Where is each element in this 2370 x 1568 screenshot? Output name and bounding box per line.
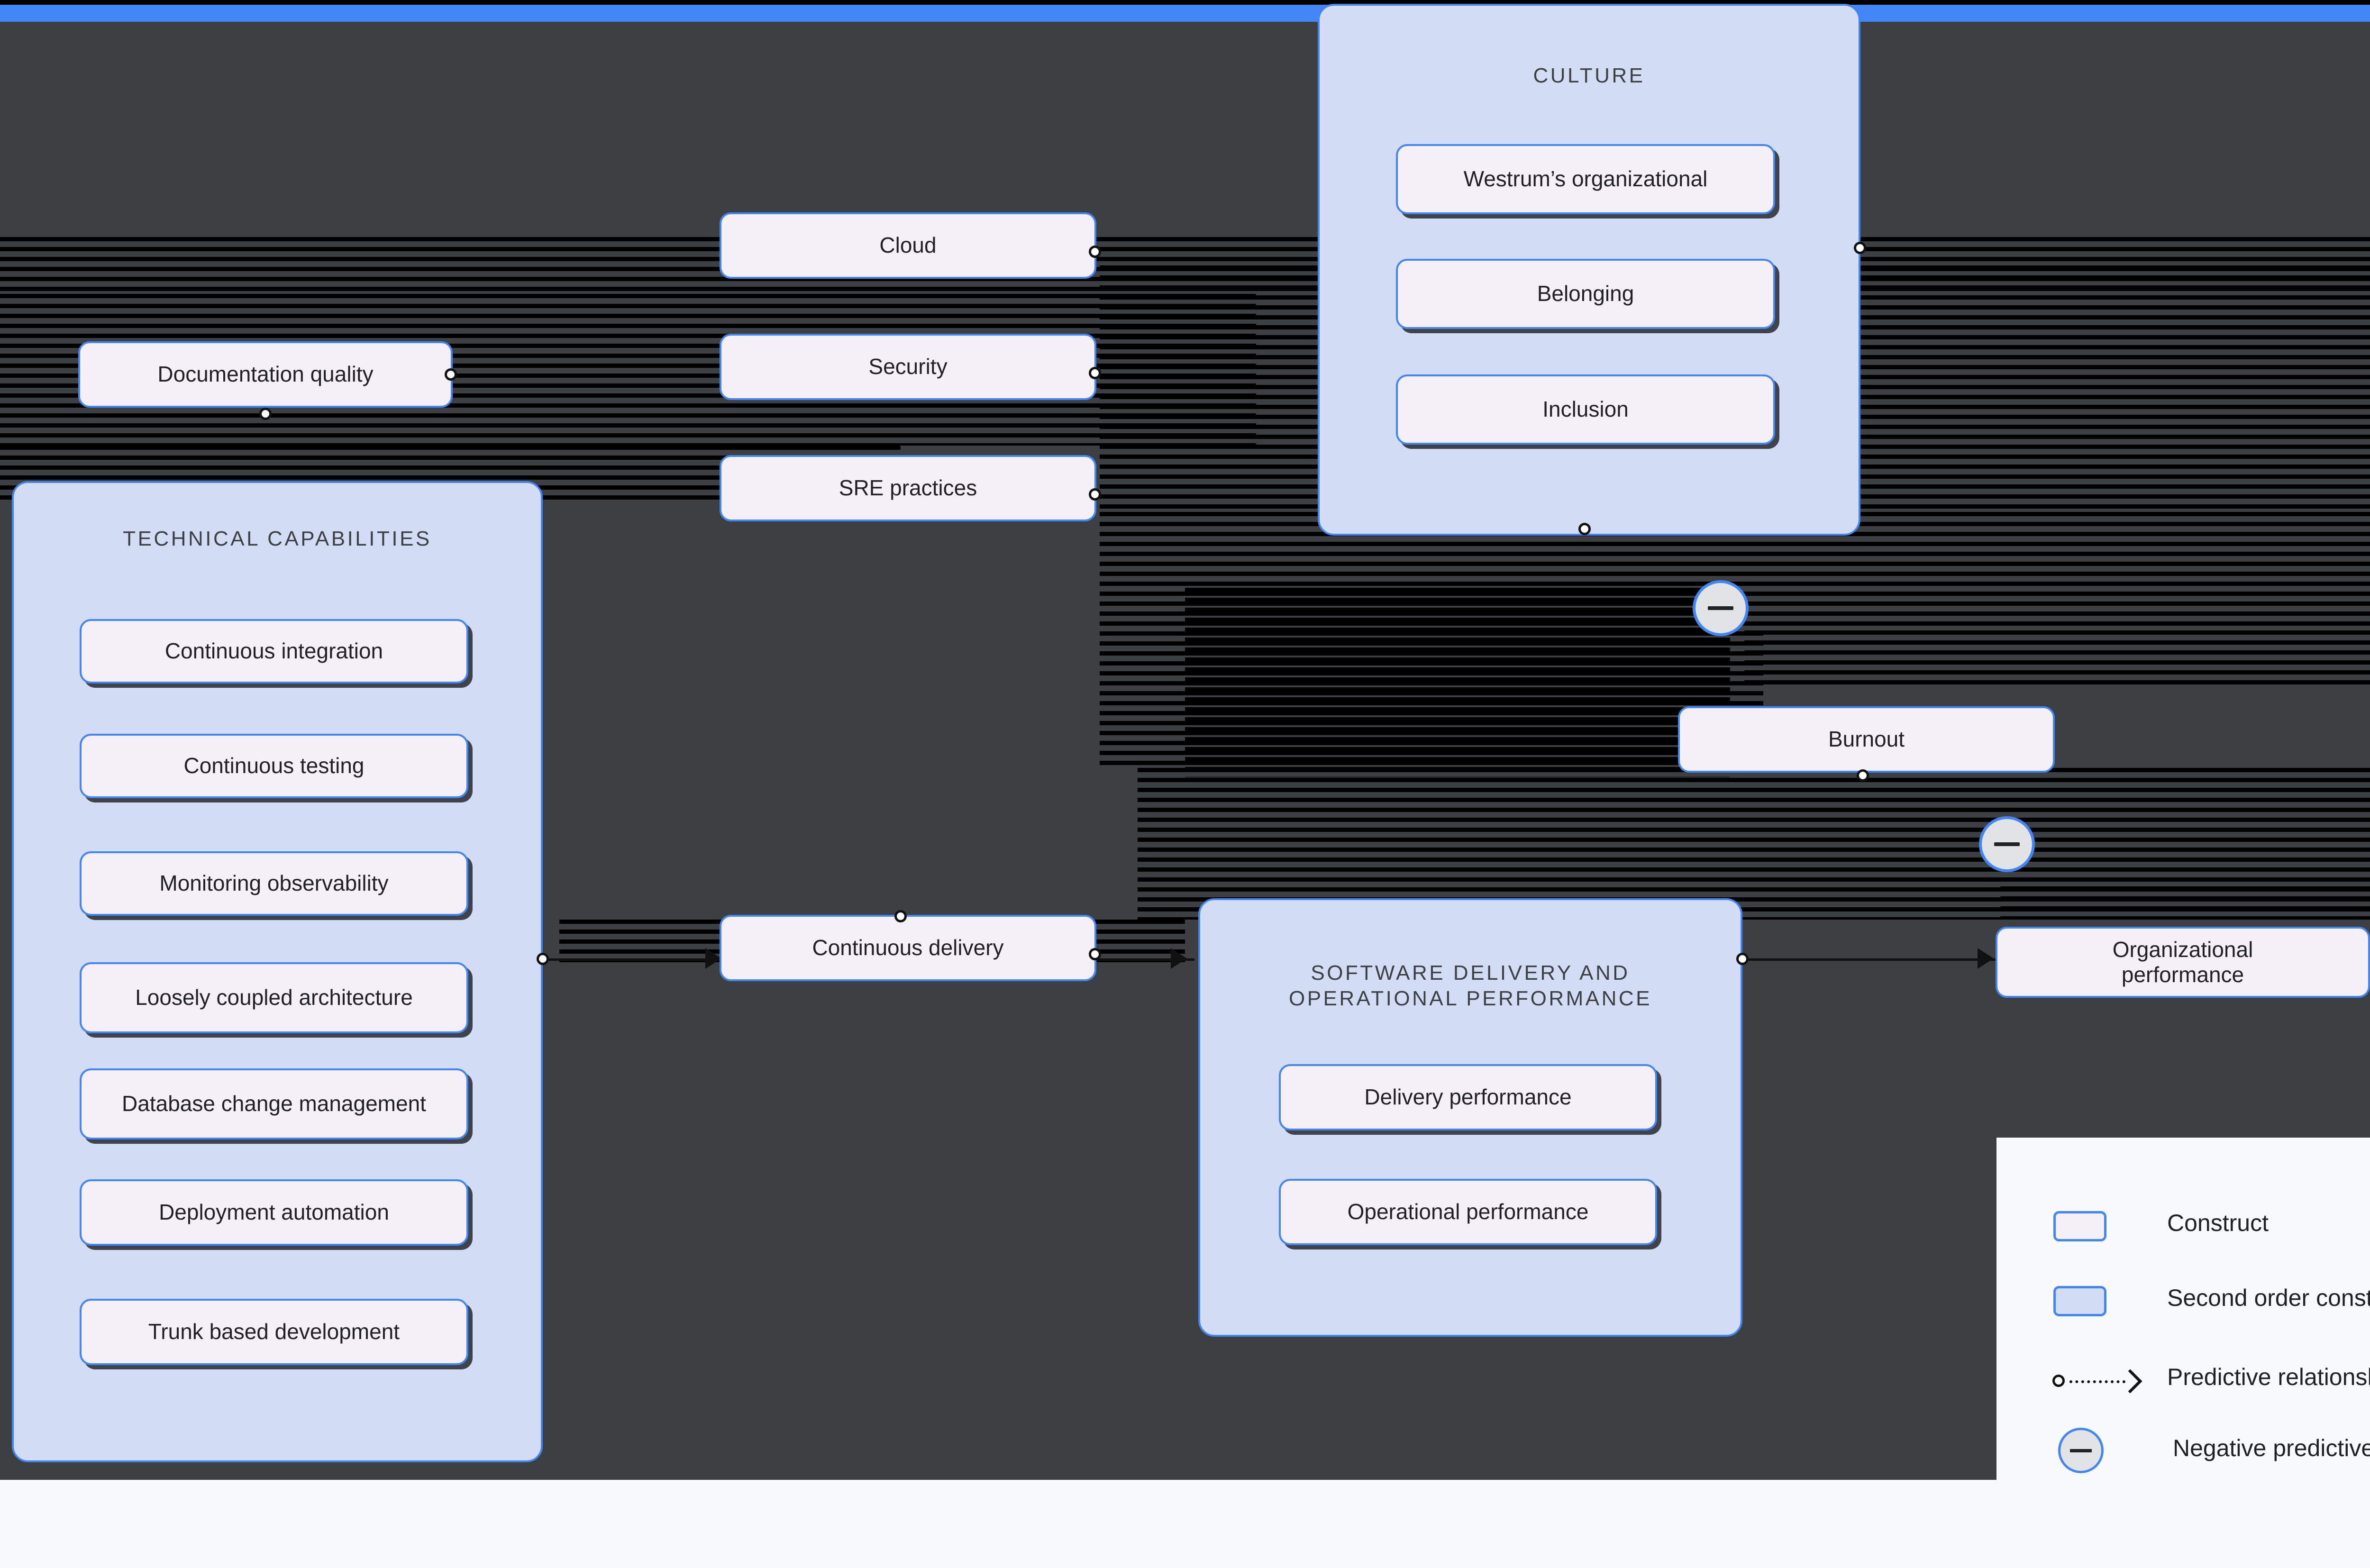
- group-culture-title: CULTURE: [1533, 64, 1645, 87]
- node-monitoring-observability[interactable]: Monitoring observability: [80, 851, 468, 916]
- group-software-delivery-title-line1: SOFTWARE DELIVERY AND: [1311, 961, 1630, 985]
- node-documentation-quality[interactable]: Documentation quality: [78, 341, 453, 408]
- node-database-change-management-label: Database change management: [122, 1091, 426, 1116]
- node-trunk-based-development-label: Trunk based development: [148, 1319, 400, 1344]
- node-inclusion-label: Inclusion: [1542, 397, 1629, 422]
- node-burnout-label: Burnout: [1828, 727, 1905, 752]
- top-blue-band: [0, 5, 2370, 22]
- node-westrums-organizational[interactable]: Westrum’s organizational: [1396, 144, 1775, 214]
- node-organizational-performance[interactable]: Organizational performance: [1996, 927, 2370, 998]
- connector-dot-burnout-bottom: [1857, 769, 1869, 782]
- edge-softwaredelivery-to-orgperf: [1744, 958, 1996, 961]
- node-database-change-management[interactable]: Database change management: [80, 1068, 468, 1140]
- node-continuous-delivery[interactable]: Continuous delivery: [720, 915, 1096, 981]
- node-operational-performance-label: Operational performance: [1347, 1199, 1589, 1224]
- connector-dot-sre-practices-right: [1089, 488, 1101, 501]
- node-loosely-coupled-architecture-label: Loosely coupled architecture: [135, 985, 413, 1010]
- arrowhead-softwaredelivery-in: [1171, 948, 1187, 969]
- node-westrums-organizational-label: Westrum’s organizational: [1463, 166, 1708, 191]
- legend-panel: Construct Second order construct Predict…: [1996, 1138, 2370, 1568]
- node-deployment-automation[interactable]: Deployment automation: [80, 1179, 468, 1246]
- negative-relationship-icon: [2058, 1428, 2104, 1473]
- connector-dot-documentation-quality-bottom: [259, 408, 272, 420]
- arrow-dots-icon: [2069, 1380, 2125, 1383]
- group-software-delivery-title-line2: OPERATIONAL PERFORMANCE: [1288, 987, 1652, 1010]
- minus-icon: [1708, 606, 1733, 610]
- connector-dot-continuous-delivery-right: [1089, 948, 1101, 960]
- node-belonging-label: Belonging: [1537, 281, 1634, 306]
- legend-swatch-second-order-construct: [2053, 1286, 2106, 1316]
- minus-icon: [2070, 1449, 2092, 1452]
- legend-item-second-order-construct: Second order construct: [2053, 1285, 2370, 1316]
- connector-dot-documentation-quality-right: [445, 368, 457, 381]
- node-monitoring-observability-label: Monitoring observability: [159, 871, 389, 896]
- node-belonging[interactable]: Belonging: [1396, 259, 1775, 329]
- node-cloud-label: Cloud: [879, 233, 937, 258]
- arrow-tip-icon: [2118, 1369, 2142, 1394]
- node-organizational-performance-label-line1: Organizational: [2112, 937, 2253, 962]
- connector-dot-culture-right: [1854, 242, 1866, 254]
- negative-relationship-marker-lower: [1979, 816, 2035, 872]
- node-delivery-performance[interactable]: Delivery performance: [1279, 1064, 1657, 1130]
- negative-relationship-marker-upper: [1693, 580, 1749, 636]
- node-continuous-integration[interactable]: Continuous integration: [80, 619, 468, 684]
- node-deployment-automation-label: Deployment automation: [159, 1200, 389, 1225]
- connector-dot-cloud-right: [1089, 246, 1101, 258]
- connector-dot-security-right: [1089, 367, 1101, 379]
- legend-label-second-order-construct: Second order construct: [2167, 1285, 2370, 1311]
- node-continuous-delivery-label: Continuous delivery: [812, 935, 1004, 960]
- legend-swatch-construct: [2053, 1211, 2106, 1241]
- legend-item-predictive-relationship: Predictive relationship: [2052, 1364, 2370, 1395]
- dotted-arrow-icon: [2052, 1366, 2142, 1395]
- arrowhead-continuous-delivery-in: [705, 948, 721, 969]
- node-inclusion[interactable]: Inclusion: [1396, 374, 1775, 445]
- node-continuous-integration-label: Continuous integration: [164, 638, 383, 664]
- node-sre-practices-label: SRE practices: [839, 475, 977, 501]
- node-cloud[interactable]: Cloud: [720, 212, 1096, 279]
- edge-techcaps-to-continuous-delivery: [543, 958, 723, 961]
- node-continuous-testing[interactable]: Continuous testing: [80, 734, 468, 798]
- node-sre-practices[interactable]: SRE practices: [720, 455, 1096, 521]
- node-delivery-performance-label: Delivery performance: [1364, 1085, 1572, 1110]
- arrow-tail-circle-icon: [2052, 1375, 2065, 1387]
- node-continuous-testing-label: Continuous testing: [183, 753, 365, 778]
- edge-continuous-delivery-to-softwaredelivery: [1095, 958, 1194, 961]
- connector-dot-software-delivery-right: [1736, 953, 1749, 965]
- minus-icon: [1994, 842, 2020, 846]
- node-burnout[interactable]: Burnout: [1678, 706, 2055, 773]
- legend-label-construct: Construct: [2167, 1210, 2269, 1236]
- top-black-band: [0, 0, 2370, 5]
- legend-label-negative-predictive-relationship: Negative predictive relationship: [2173, 1435, 2370, 1461]
- node-trunk-based-development[interactable]: Trunk based development: [80, 1299, 468, 1365]
- node-security[interactable]: Security: [720, 334, 1096, 400]
- node-operational-performance[interactable]: Operational performance: [1279, 1179, 1657, 1245]
- node-organizational-performance-label-line2: performance: [2121, 962, 2244, 987]
- node-security-label: Security: [868, 354, 948, 379]
- arrowhead-orgperf-in: [1978, 948, 1994, 969]
- legend-item-construct: Construct: [2053, 1210, 2269, 1241]
- node-documentation-quality-label: Documentation quality: [157, 362, 374, 387]
- legend-label-predictive-relationship: Predictive relationship: [2167, 1364, 2370, 1390]
- node-loosely-coupled-architecture[interactable]: Loosely coupled architecture: [80, 962, 468, 1033]
- connector-dot-culture-bottom: [1578, 523, 1591, 535]
- connector-dot-techcaps-right: [537, 953, 549, 965]
- connector-dot-continuous-delivery-top: [894, 910, 907, 922]
- group-technical-capabilities-title: TECHNICAL CAPABILITIES: [123, 527, 432, 550]
